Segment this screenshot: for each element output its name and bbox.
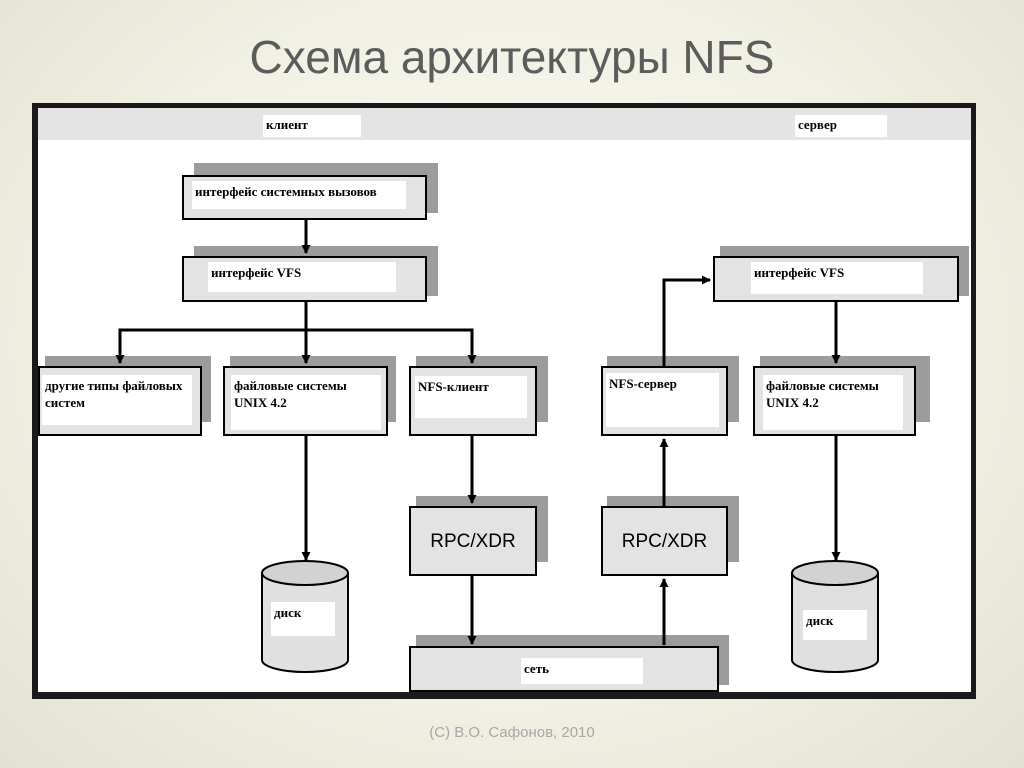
slide-title: Схема архитектуры NFS <box>249 31 775 83</box>
client-rpc-xdr-box: RPC/XDR <box>409 506 537 576</box>
network-box: сеть <box>409 646 719 692</box>
other-fs-label: другие типы файловых систем <box>42 375 192 425</box>
server-vfs-interface-box: интерфейс VFS <box>713 256 959 302</box>
server-unix-fs-box: файловые системы UNIX 4.2 <box>753 366 916 436</box>
nfs-server-box[interactable]: NFS-сервер <box>601 366 728 436</box>
syscall-interface-box: интерфейс системных вызовов <box>182 175 427 220</box>
nfs-client-box[interactable]: NFS-клиент <box>409 366 537 436</box>
server-unix-fs-label: файловые системы UNIX 4.2 <box>763 375 903 430</box>
client-rpc-xdr-label: RPC/XDR <box>430 531 516 552</box>
server-vfs-interface-label: интерфейс VFS <box>751 262 923 294</box>
arrow-vfs-to-nfs-client <box>306 328 477 364</box>
client-vfs-interface-box: интерфейс VFS <box>182 256 427 302</box>
client-unix-fs-box: файловые системы UNIX 4.2 <box>223 366 388 436</box>
connectors <box>115 219 879 673</box>
nfs-server-label: NFS-сервер <box>606 373 719 427</box>
client-header-label: клиент <box>263 115 361 137</box>
server-rpc-xdr-box: RPC/XDR <box>601 506 728 576</box>
diagram-canvas: клиент сервер <box>38 108 971 692</box>
client-vfs-interface-label: интерфейс VFS <box>208 262 396 292</box>
syscall-interface-label: интерфейс системных вызовов <box>192 181 406 209</box>
client-unix-fs-label: файловые системы UNIX 4.2 <box>231 375 381 430</box>
network-label: сеть <box>521 658 643 684</box>
nfs-client-label: NFS-клиент <box>415 376 527 418</box>
server-disk-label: диск <box>803 610 867 640</box>
server-header-label: сервер <box>795 115 887 137</box>
server-rpc-xdr-label: RPC/XDR <box>621 531 708 552</box>
header-band: клиент сервер <box>38 108 971 140</box>
arrow-vfs-to-other-fs <box>115 302 308 364</box>
client-disk-label: диск <box>271 602 335 636</box>
slide-footer: (C) В.О. Сафонов, 2010 <box>429 724 595 741</box>
arrow-nfs-server-to-vfs <box>662 275 711 366</box>
other-fs-box: другие типы файловых систем <box>38 366 202 436</box>
